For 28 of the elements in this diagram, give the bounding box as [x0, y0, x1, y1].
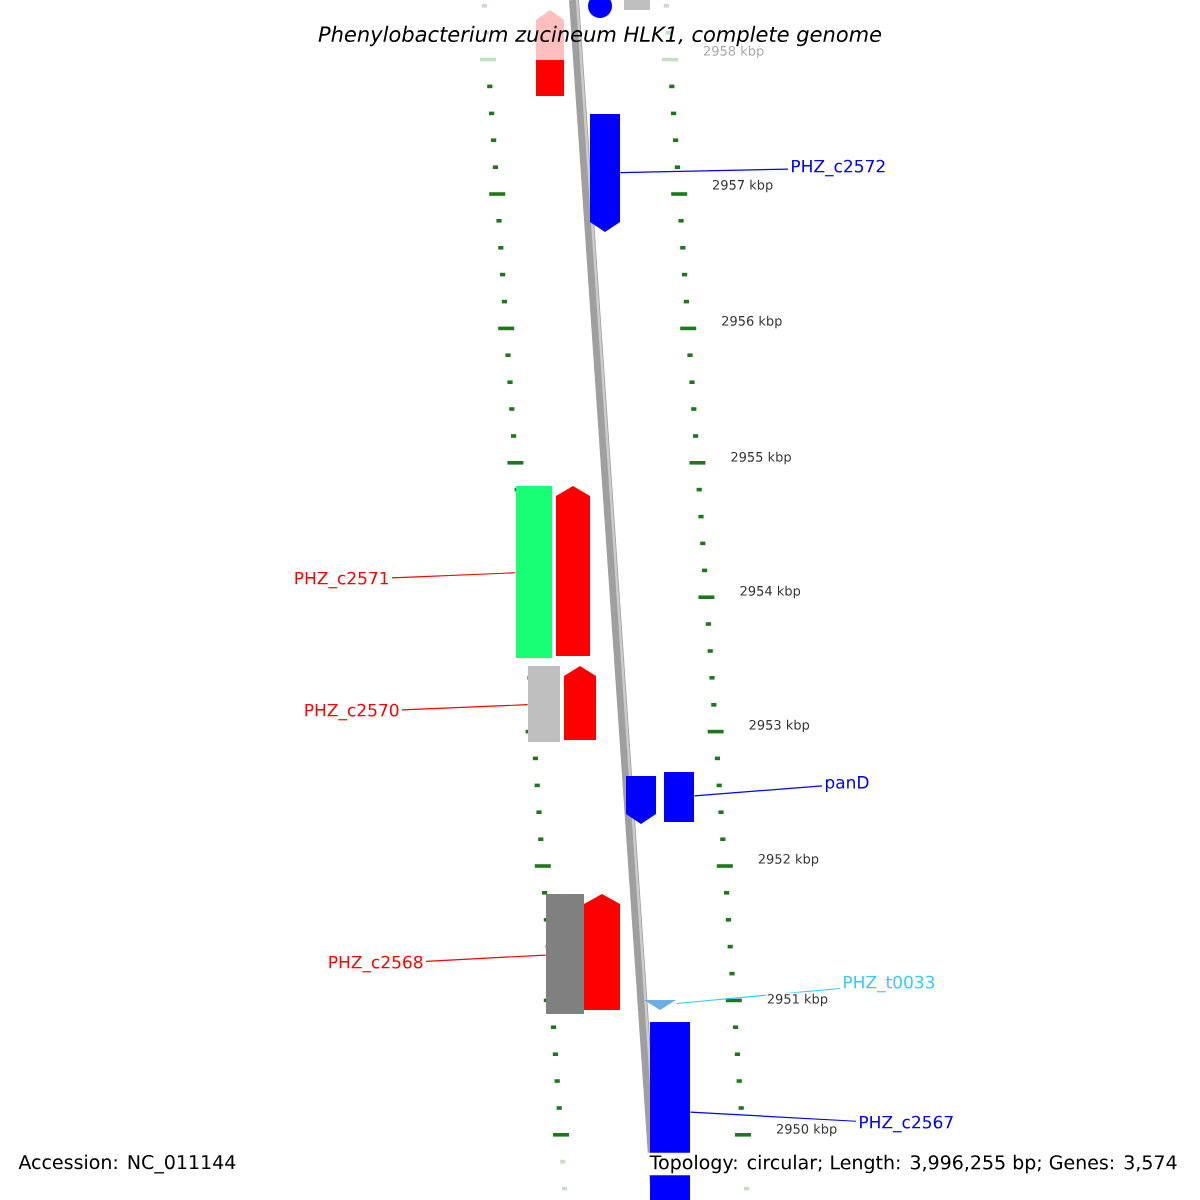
gene-label: PHZ_c2571: [295, 571, 389, 589]
leader-line: [401, 704, 529, 711]
gene-bar: [516, 486, 552, 658]
gene-triangle: [644, 1000, 676, 1010]
gene-bar: [546, 894, 584, 1014]
footer-text: Topology: circular; Length: 3,996,255 bp; Genes: 3,574: [647, 1152, 1180, 1176]
gene-bar: [664, 772, 694, 822]
gene-feature: [626, 776, 656, 824]
leader-line: [619, 168, 789, 174]
gene-feature: [564, 666, 596, 740]
gene-feature: [590, 114, 620, 232]
gene-feature: [556, 486, 590, 656]
gene-label: PHZ_c2568: [329, 955, 423, 973]
gene-label: PHZ_c2570: [305, 703, 399, 721]
leader-line: [689, 1111, 857, 1122]
gene-label: PHZ_c2567: [860, 1115, 953, 1133]
gene-label: PHZ_c2572: [792, 159, 885, 177]
leader-line: [425, 954, 547, 962]
gene-label: PHZ_t0033: [844, 975, 935, 993]
title: Phenylobacterium zucineum HLK1, complete genome: [318, 25, 882, 47]
gene-label: panD: [825, 776, 869, 792]
gene-bar: [624, 0, 650, 10]
leader-line: [391, 572, 517, 579]
gene-feature: [588, 0, 612, 18]
footer-text: Accession: NC_011144: [18, 1154, 236, 1174]
gene-feature: [584, 894, 620, 1010]
leader-line: [693, 785, 823, 797]
gene-bar: [528, 666, 560, 742]
